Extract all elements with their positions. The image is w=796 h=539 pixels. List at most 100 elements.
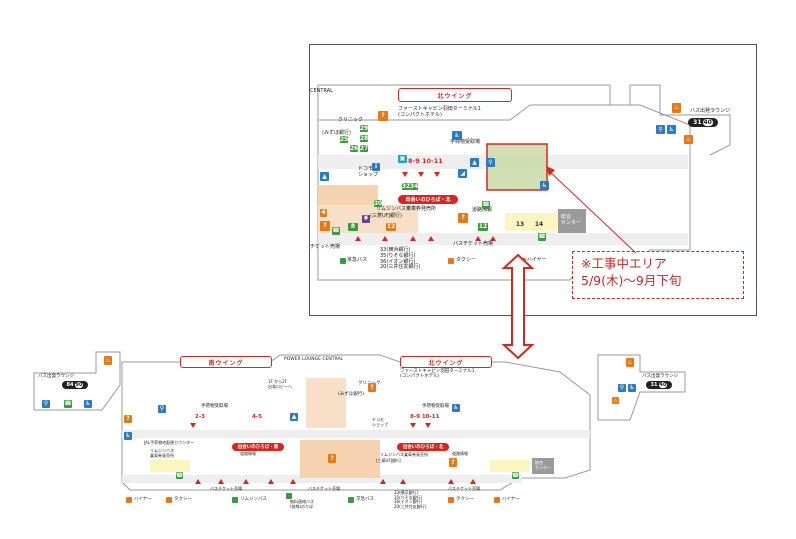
atm-item: 20(三井住友銀行): [380, 264, 421, 271]
phone-icon: ☎: [482, 201, 490, 209]
lounge-icon: ♨: [672, 103, 681, 113]
zoomed-map-frame: 北ウイング CENTRAL ファーストキャビン羽田ターミナル1 (コンパクトホテ…: [309, 44, 757, 316]
overview-baggage-left-label: 手荷物受取場: [201, 404, 228, 409]
overview-ticket-right-label: バスチケット売場: [448, 486, 480, 491]
lounge-icon: ♨: [104, 356, 112, 365]
overview-yellow-left: [150, 460, 190, 472]
stop-number-sign: 12: [386, 223, 396, 231]
plaza-north-label: 出会いのひろば・北: [398, 195, 458, 204]
bus-icon: [286, 493, 292, 499]
overview-pickup-markers: [190, 423, 476, 484]
docomo-label: ドコモ ショップ: [358, 166, 379, 178]
overview-road-info-left: 道路情報: [240, 451, 256, 456]
elevator-icon: ▲: [320, 172, 329, 181]
overview-ticket-left-label: バスチケット売場: [210, 486, 242, 491]
central-label: CENTRAL: [310, 88, 333, 94]
overview-taxi-label: タクシー: [174, 497, 192, 502]
overview-corridor-lower: [122, 475, 522, 483]
overview-gates-left2: 4-5: [252, 414, 262, 420]
overview-bus-lounge-left-range: 84 90: [62, 381, 88, 389]
bus-lounge-label: バス出発ラウンジ: [690, 108, 731, 114]
overview-atm-item: 20(三井住友銀行): [394, 503, 427, 509]
taxi-icon: [448, 258, 454, 264]
stop-number-sign: 4: [320, 209, 327, 217]
stop-number-sign: 32: [401, 182, 411, 190]
north-wing-label: 北ウイング: [398, 88, 512, 102]
restroom-icon: ⚲: [158, 405, 166, 413]
restroom-icon: ♿: [628, 384, 636, 392]
elevator-note-label: 1F から2F 出発ロビーへ: [268, 379, 292, 389]
overview-bus-lounge-left-end: 90: [74, 382, 84, 388]
phone-icon: ☎: [64, 400, 72, 408]
overview-keikyu-label: 京急バス: [356, 497, 374, 502]
stop-number-sign: 14: [534, 221, 544, 228]
jal-counter-label: JAL手荷物宅配便カウンター: [144, 440, 195, 445]
restroom-icon: ♿: [124, 432, 132, 440]
stop-number-sign: 12: [478, 223, 488, 231]
bus-lounge-range-start: 31: [693, 119, 702, 126]
overview-free-bus-label: 無料連絡バス (各線)のりば: [290, 499, 314, 509]
overview-atm-list: 33(横浜銀行) 35(りそな銀行) 36(イオン銀行) 20(三井住友銀行): [394, 490, 427, 509]
bus-icon: [348, 497, 354, 503]
elevator-icon: ▲: [290, 413, 298, 421]
hotel-label: ファーストキャビン羽田ターミナル1 (コンパクトホテル): [398, 106, 481, 118]
stop-number-sign: 8: [348, 223, 358, 231]
atm-item: 35(りそな銀行): [380, 252, 416, 259]
phone-icon: ☎: [511, 471, 520, 479]
overview-north-wing-label: 北ウイング: [400, 356, 492, 368]
info-counter-icon: ?: [328, 454, 336, 463]
restroom-icon: ♿: [452, 404, 460, 412]
overview-hotel-label: ファーストキャビン羽田ターミナル1 (コンパクトホテル): [400, 369, 475, 380]
overview-docomo-label: ドコモ ショップ: [372, 417, 388, 427]
info-counter-icon: ?: [320, 221, 330, 231]
lounge-icon: ♨: [684, 135, 693, 144]
restroom-icon: ♿: [452, 131, 462, 140]
hire-icon: [126, 497, 132, 503]
phone-icon: ☎: [332, 227, 340, 235]
ticket-left-label: チケット売場: [310, 244, 341, 250]
phone-icon: ☎: [538, 233, 546, 241]
road-info-label: 道路情報: [472, 207, 493, 213]
restroom-icon: ⚲: [656, 125, 665, 134]
overview-bus-lounge-left-start: 84: [66, 382, 74, 388]
overview-atm-item: 35(りそな銀行): [394, 494, 423, 500]
info-counter-icon: ?: [458, 213, 468, 223]
zoomed-map-floorplan: [317, 84, 731, 281]
main-terminal-outline: [121, 354, 591, 491]
overview-baggage-right-label: 手荷物受取場: [422, 404, 449, 409]
overview-bus-lounge-right-label: バス出発ラウンジ: [642, 374, 678, 379]
taxi-label: タクシー: [456, 257, 477, 263]
bank2-label: (三菱UFJ銀行): [370, 213, 402, 219]
lounge-icon: ♨: [626, 358, 634, 367]
bus-lounge-range-end: 40: [702, 119, 713, 126]
south-wing-label: 南ウイング: [180, 356, 272, 368]
restroom-icon: ♿: [84, 400, 92, 408]
yellow-zone: [505, 213, 565, 231]
bank-label: (みずほ銀行): [322, 130, 351, 136]
elevator-icon: ▲: [470, 158, 479, 167]
overview-yellow-right: [490, 460, 530, 472]
taxi-icon: [166, 497, 172, 503]
clinic-label: クリニック: [338, 117, 364, 123]
overview-ticket-mid-label: バスチケット売場: [308, 486, 340, 491]
stop-number-sign: 25: [339, 135, 349, 143]
limousine-ticket-label: リムジンバス乗車券発売所: [376, 206, 437, 212]
overview-taxi2-label: タクシー: [456, 497, 474, 502]
stop-number-sign: 27: [359, 144, 369, 152]
overview-atm-item: 33(横浜銀行): [394, 490, 419, 495]
callout-period: 5/9(木)～9月下旬: [581, 272, 682, 288]
info-counter-icon: ?: [368, 383, 376, 392]
lounge-central-label: POWER LOUNGE CENTRAL: [284, 357, 344, 362]
info-counter-icon: ?: [124, 415, 132, 423]
overview-corridor-upper: [122, 430, 590, 438]
atm-list: 33(横浜銀行) 35(りそな銀行) 36(イオン銀行) 20(三井住友銀行): [380, 247, 421, 271]
stop-number-sign: 26: [349, 144, 359, 152]
baggage-claim-label: 手荷物受取場: [450, 139, 481, 145]
info-counter-icon: ?: [378, 111, 388, 121]
vertical-double-arrow: [501, 253, 535, 360]
bus-ticket-label: バスチケット売場: [453, 241, 494, 247]
restroom-icon: ⚲: [486, 158, 495, 167]
hire-icon: [494, 497, 500, 503]
information-icon: i: [372, 163, 380, 171]
